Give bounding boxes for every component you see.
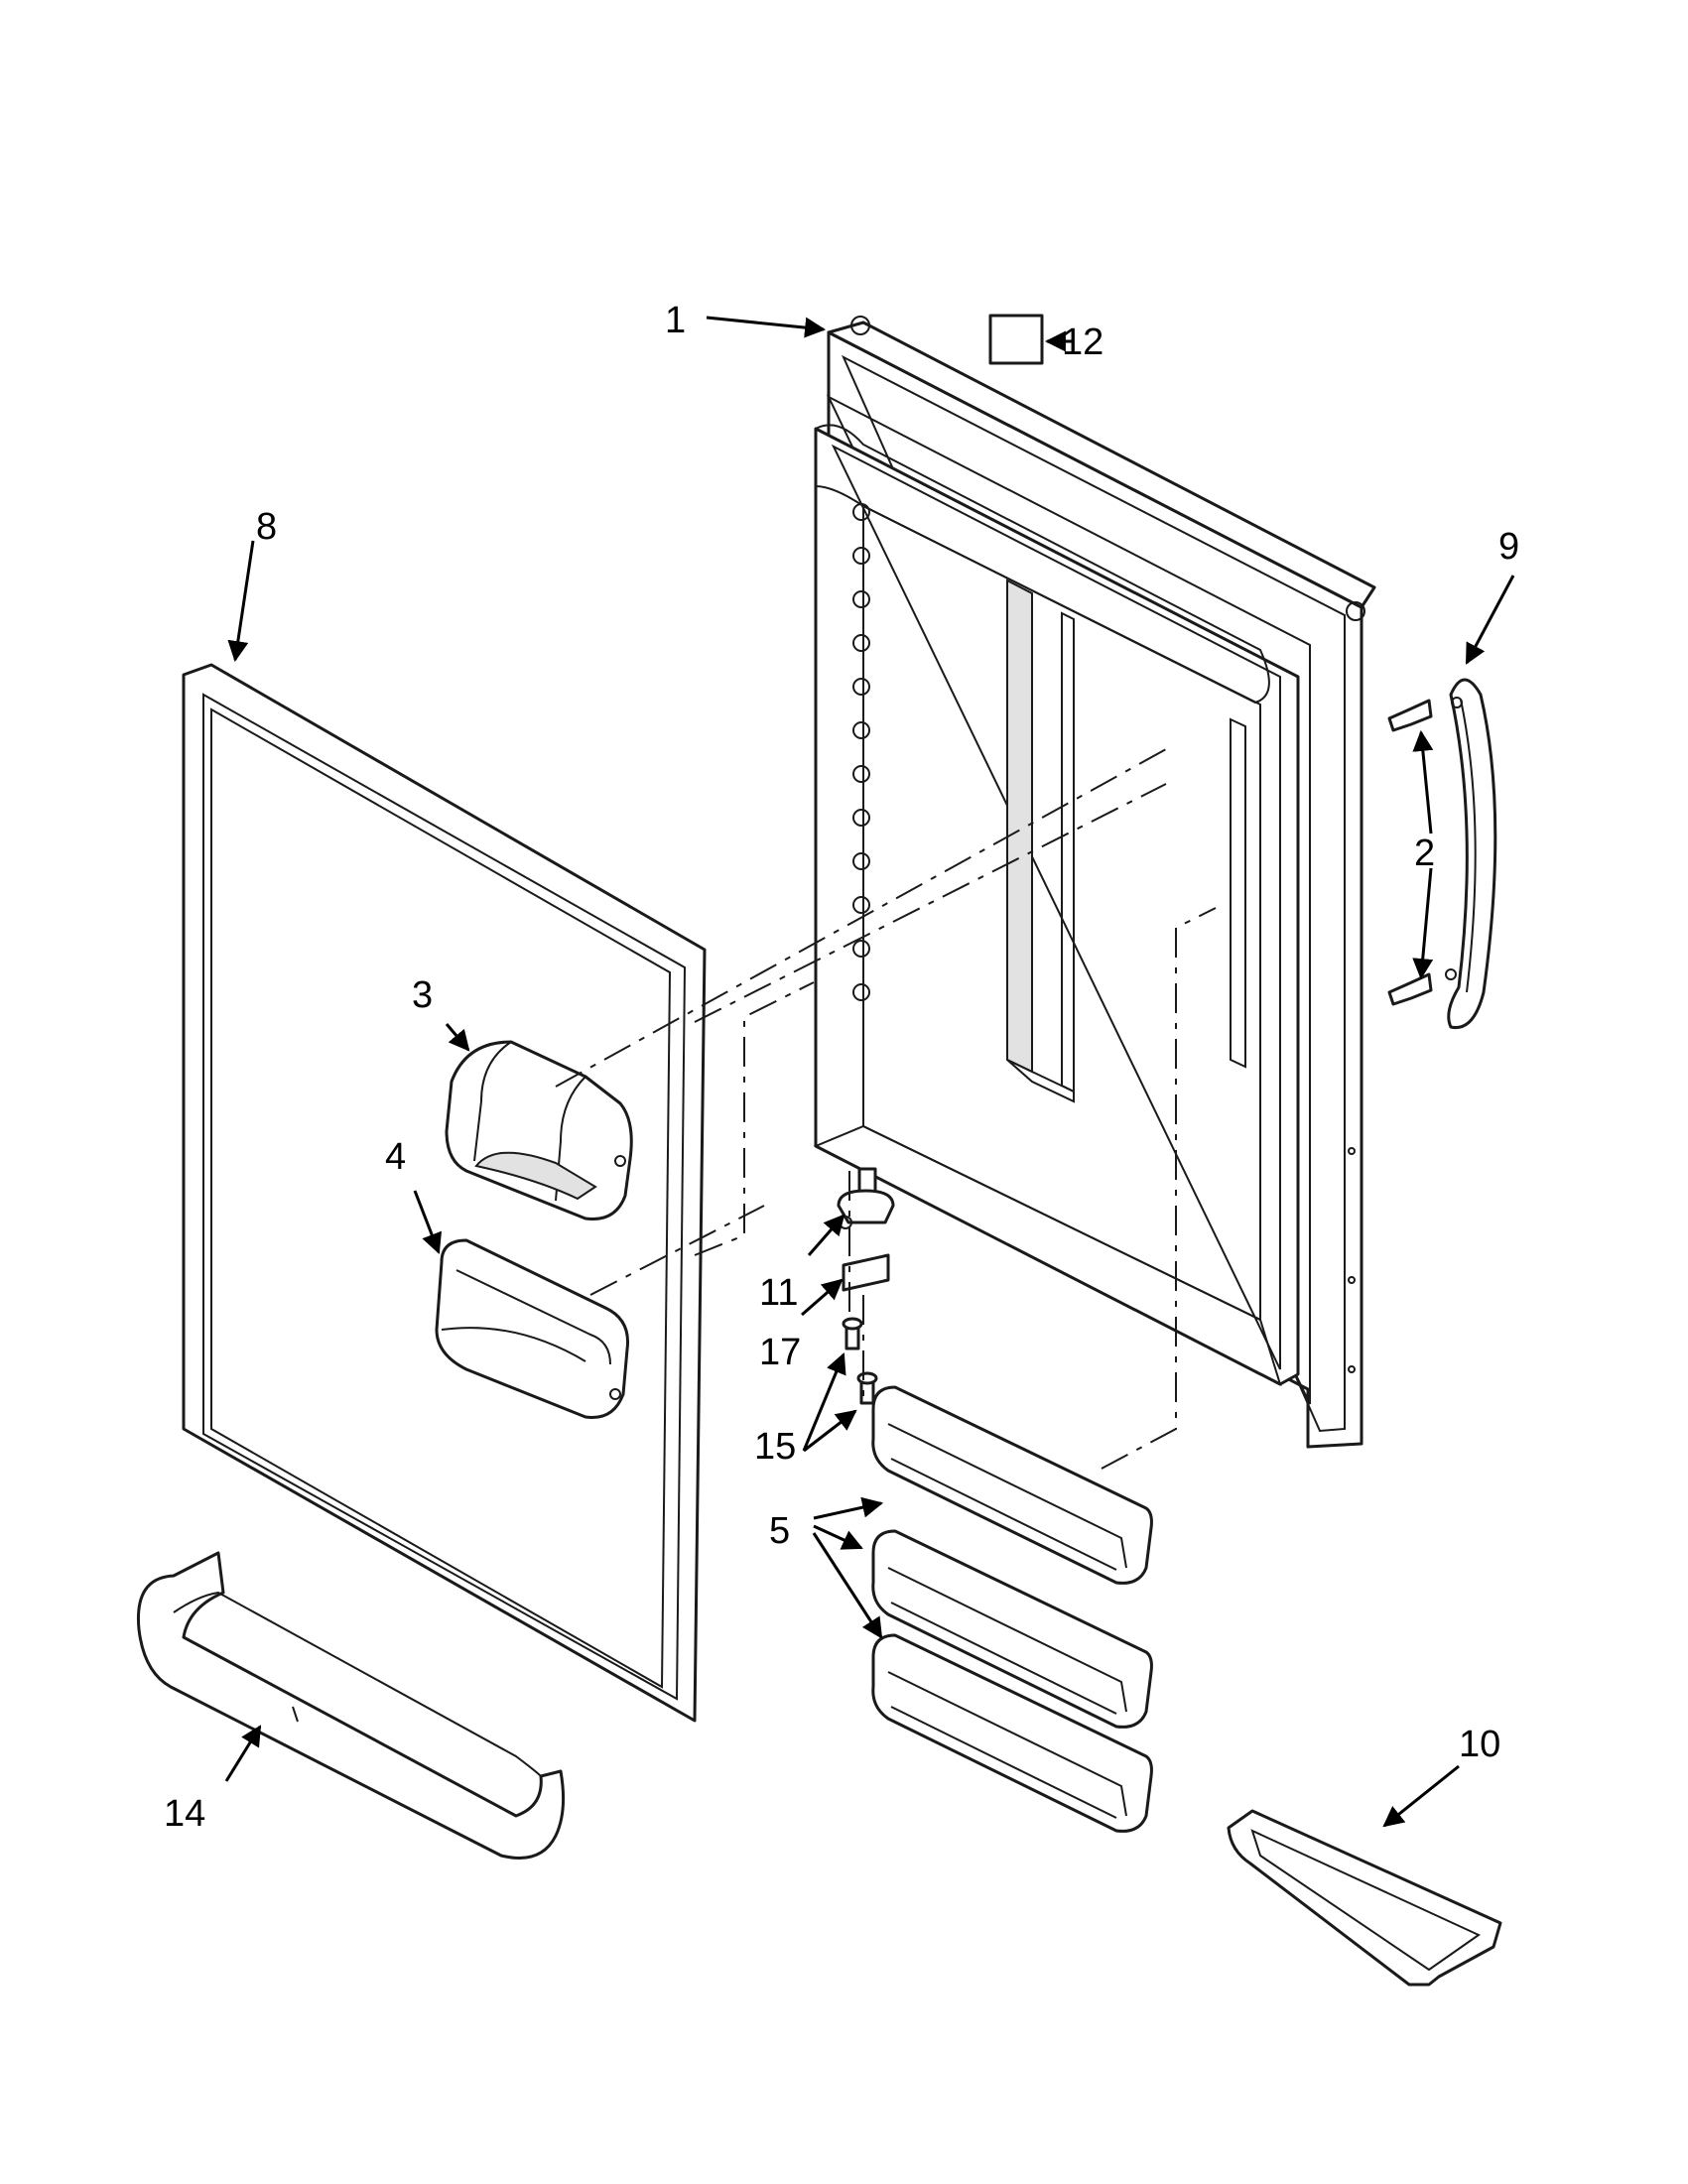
door-panel — [182, 663, 707, 1723]
dispenser-cover — [445, 1040, 633, 1221]
callout-4: 4 — [385, 1136, 406, 1178]
callout-17: 17 — [759, 1332, 801, 1373]
door-bins — [871, 1385, 1153, 1833]
assembly-lines — [555, 748, 1217, 1470]
shelf-peg-holes — [852, 503, 870, 1001]
dairy-cover — [1227, 1809, 1502, 1987]
callout-1: 1 — [665, 300, 686, 341]
hinge-screws — [842, 1317, 878, 1405]
label-sticker — [988, 314, 1044, 365]
dispenser-bin — [435, 1238, 630, 1420]
door-bin-2 — [871, 1529, 1153, 1729]
door-handle — [1445, 678, 1497, 1030]
leader-lines — [224, 316, 1515, 1828]
callout-9: 9 — [1498, 526, 1519, 568]
callout-2: 2 — [1414, 833, 1435, 874]
callout-3: 3 — [412, 974, 433, 1016]
callout-11: 11 — [759, 1272, 798, 1314]
callout-12: 12 — [1062, 321, 1104, 363]
callout-15: 15 — [754, 1426, 796, 1468]
door-bin-3 — [871, 1633, 1153, 1833]
callout-14: 14 — [164, 1793, 205, 1835]
callout-5: 5 — [769, 1510, 790, 1552]
callout-10: 10 — [1459, 1724, 1500, 1765]
callout-8: 8 — [256, 506, 277, 548]
hinge-cam — [837, 1167, 895, 1229]
hinge-bracket — [842, 1253, 890, 1292]
door-liner — [813, 424, 1300, 1386]
handle-screws — [1387, 699, 1433, 1006]
door-bin-1 — [871, 1385, 1153, 1585]
bottom-door-bin — [136, 1551, 566, 1860]
callout-labels: 1 2 3 4 5 8 9 10 11 12 14 15 17 — [164, 300, 1519, 1835]
